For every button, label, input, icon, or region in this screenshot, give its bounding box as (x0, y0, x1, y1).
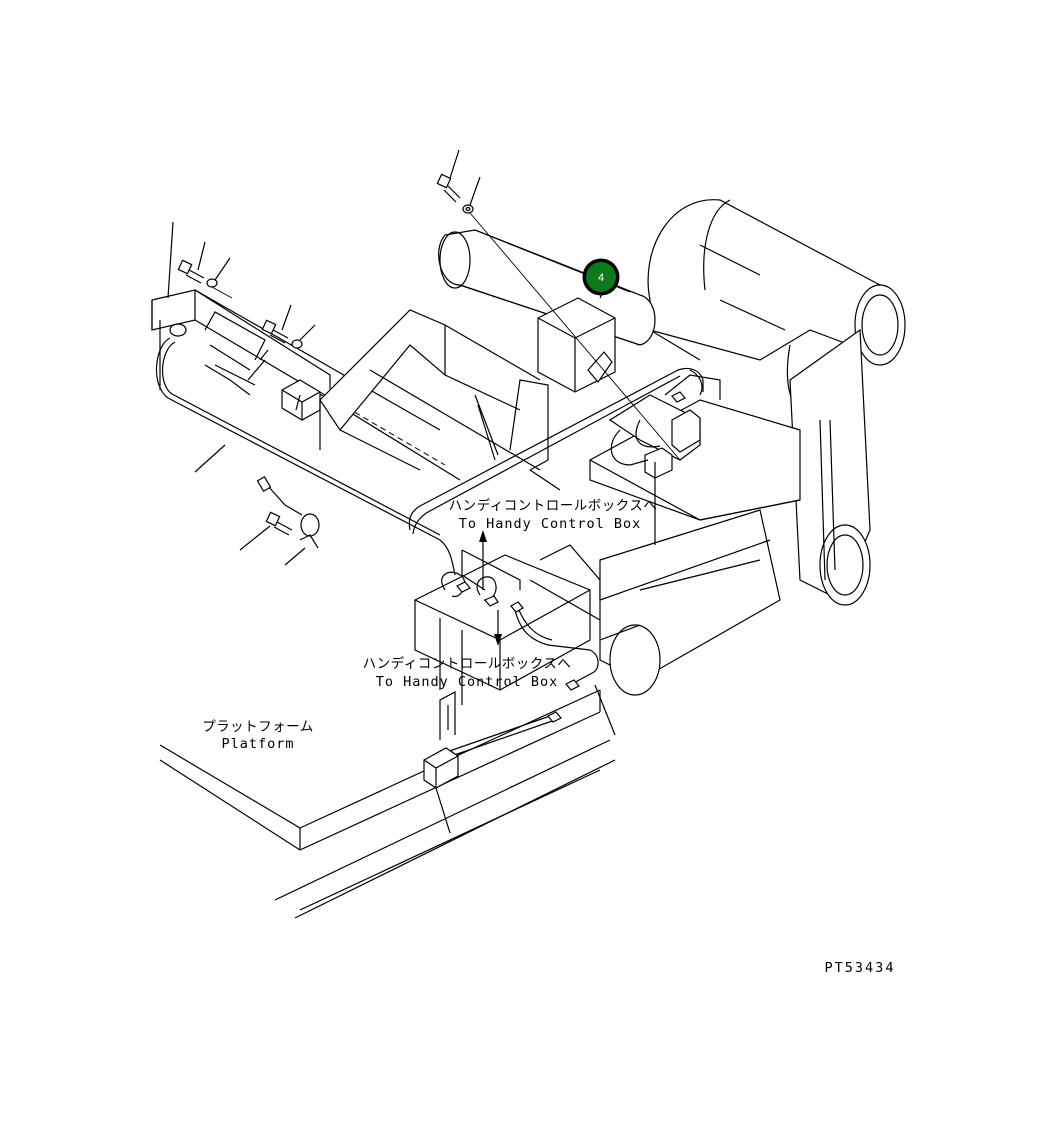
washer-icon (291, 324, 316, 349)
callout-4-number: 4 (598, 272, 604, 284)
bolt-icon (239, 511, 293, 551)
harness-cable (408, 367, 704, 761)
handy-label-jp-1: ハンディコントロールボックスへ (449, 497, 658, 514)
left-bracket (151, 289, 461, 576)
handy-label-en-1: To Handy Control Box (459, 516, 642, 532)
sensor-icon (256, 475, 320, 566)
platform-label-en: Platform (221, 736, 294, 752)
bolt-icon (436, 149, 461, 203)
right-switch-cluster (608, 369, 721, 545)
callout-4-fill (586, 262, 616, 292)
bolt-icon (177, 241, 206, 284)
drawing-number: PT53434 (825, 960, 896, 976)
text-labels: ハンディコントロールボックスへ To Handy Control Box ハンデ… (202, 497, 896, 976)
handy-label-jp-2: ハンディコントロールボックスへ (363, 655, 572, 672)
hardware-bolts (167, 149, 681, 566)
handy-label-en-2: To Handy Control Box (376, 674, 559, 690)
lower-relay (423, 691, 459, 834)
leader-lines (194, 394, 616, 736)
platform-label-jp: プラットフォーム (202, 719, 314, 735)
bolt-icon (261, 304, 292, 344)
callout-4-badge[interactable]: 4 (582, 258, 620, 296)
washer-icon (462, 176, 681, 461)
washer-icon (206, 257, 233, 299)
boom-arm (438, 199, 906, 696)
control-box (537, 289, 616, 393)
